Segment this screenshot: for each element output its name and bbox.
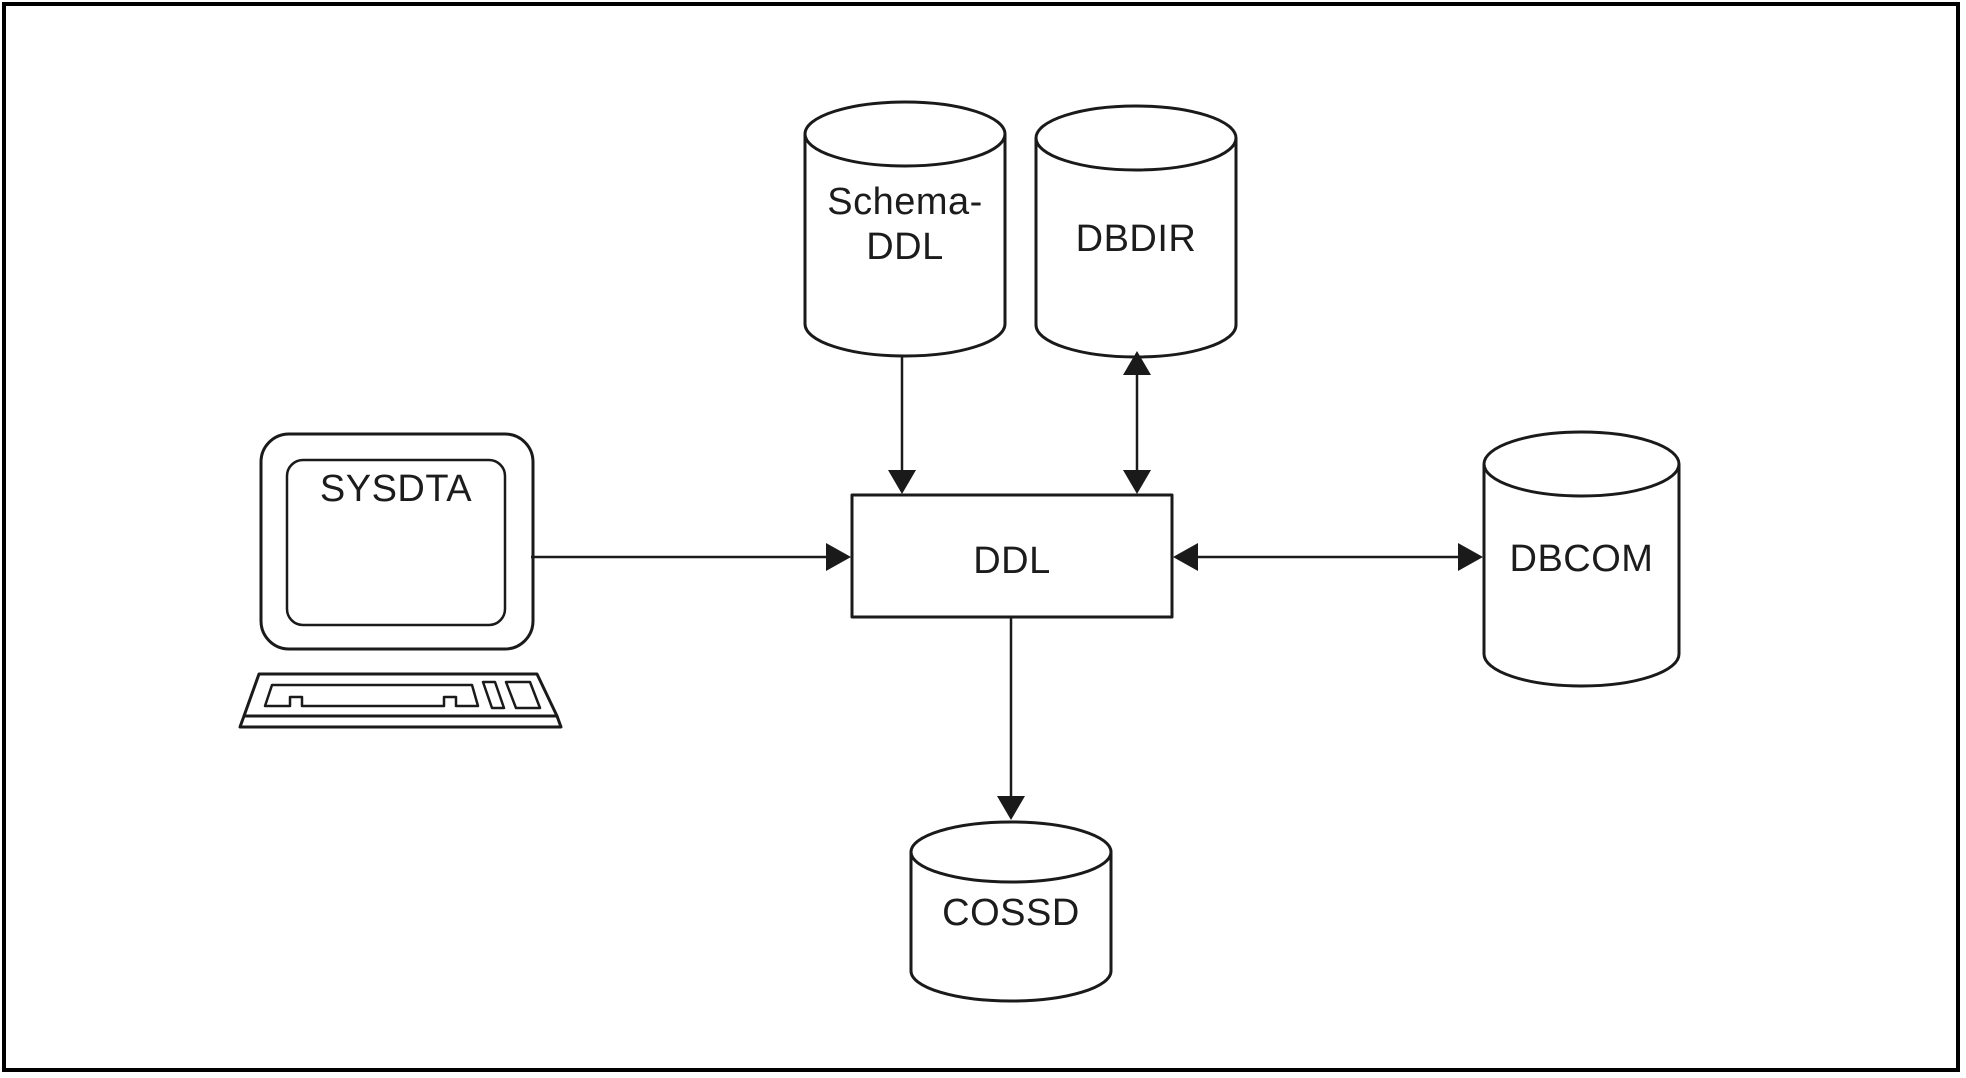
arrow-ddl-to-cossd <box>997 617 1025 820</box>
ddl-label: DDL <box>973 540 1051 582</box>
cossd-label: COSSD <box>942 892 1080 934</box>
diagram-canvas <box>238 100 1681 1003</box>
dbdir-label: DBDIR <box>1075 218 1197 260</box>
arrow-schema-ddl-to-ddl <box>888 356 916 494</box>
monitor-icon <box>259 432 535 651</box>
dbcom-label: DBCOM <box>1509 538 1654 580</box>
cossd-cylinder <box>909 820 1113 1003</box>
arrow-dbdir-to-ddl <box>1123 351 1151 494</box>
dbcom-cylinder <box>1482 430 1681 688</box>
schema-ddl-cylinder <box>803 100 1007 358</box>
arrow-sysdta-to-ddl <box>531 543 851 571</box>
sysdta-label: SYSDTA <box>319 468 473 510</box>
keyboard-icon <box>238 672 563 729</box>
schema-ddl-label: Schema- DDL <box>827 181 983 268</box>
arrow-ddl-to-dbcom <box>1173 543 1483 571</box>
